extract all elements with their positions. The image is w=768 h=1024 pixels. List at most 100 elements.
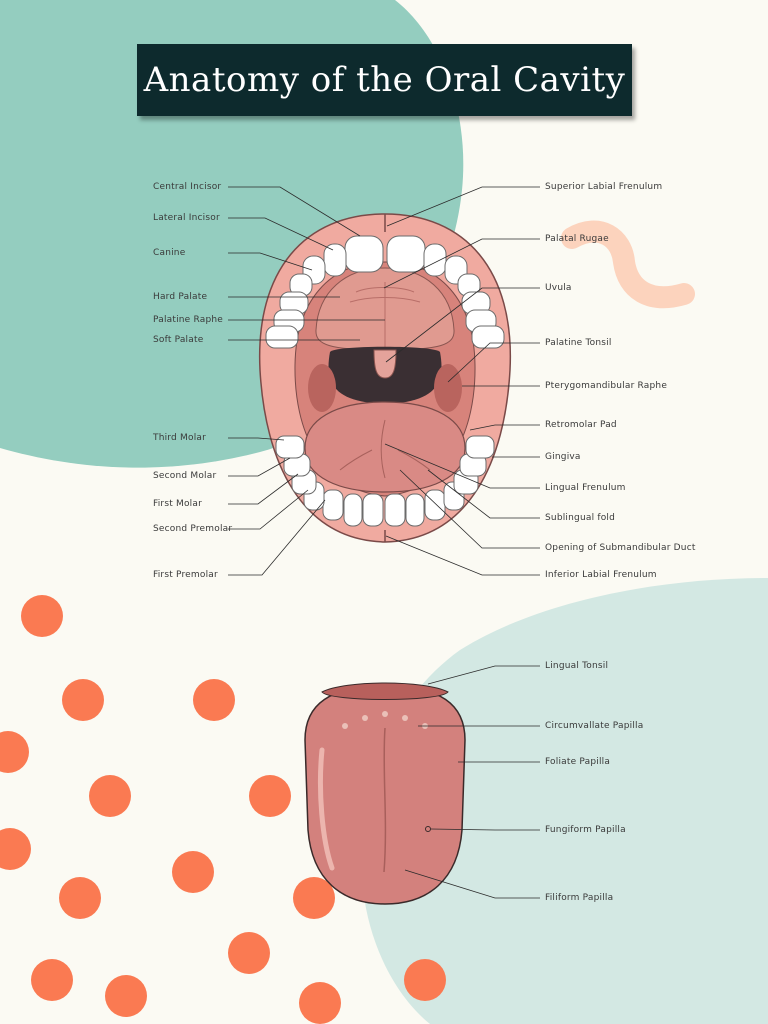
label-second-premolar: Second Premolar [153, 524, 233, 534]
leader-fungiform-papilla [430, 828, 540, 831]
dot [249, 775, 291, 817]
leader-lingual-tonsil [427, 665, 540, 685]
lower-teeth [275, 435, 495, 527]
dot [89, 775, 131, 817]
papilla [342, 723, 348, 729]
left-palatine-tonsil [308, 364, 336, 412]
label-soft-palate: Soft Palate [153, 335, 204, 345]
label-filiform-papilla: Filiform Papilla [545, 893, 614, 903]
leader-submandibular-duct [399, 469, 540, 549]
mouth-diagram [258, 213, 512, 543]
tooth [384, 493, 406, 527]
fungiform-papilla-dot [425, 826, 431, 832]
label-uvula: Uvula [545, 283, 572, 293]
page-title: Anatomy of the Oral Cavity [143, 60, 626, 100]
dot [21, 595, 63, 637]
label-pterygomandibular-raphe: Pterygomandibular Raphe [545, 381, 668, 391]
tooth [275, 435, 305, 459]
label-second-molar: Second Molar [153, 471, 217, 481]
squiggle [561, 220, 695, 309]
label-lingual-tonsil: Lingual Tonsil [545, 661, 609, 671]
dot [172, 851, 214, 893]
dot [62, 679, 104, 721]
label-inferior-labial-frenulum: Inferior Labial Frenulum [545, 570, 657, 580]
label-opening-of-submandibular-duct: Opening of Submandibular Duct [545, 543, 696, 553]
leader-filiform-papilla [404, 869, 540, 899]
tooth [423, 243, 447, 277]
tooth [343, 493, 363, 527]
tongue-highlight [317, 747, 335, 871]
leader-third-molar [228, 437, 285, 441]
tooth [322, 489, 344, 521]
tooth [465, 435, 495, 459]
papilla [382, 711, 388, 717]
label-lingual-frenulum: Lingual Frenulum [545, 483, 626, 493]
leader-palatal-rugae [383, 238, 540, 289]
leader-inferior-labial-frenulum [385, 535, 540, 576]
label-gingiva: Gingiva [545, 452, 581, 462]
label-circumvallate-papilla: Circumvallate Papilla [545, 721, 644, 731]
label-first-molar: First Molar [153, 499, 202, 509]
tooth [471, 325, 505, 349]
label-hard-palate: Hard Palate [153, 292, 208, 302]
label-retromolar-pad: Retromolar Pad [545, 420, 617, 430]
leader-sublingual-fold [427, 469, 540, 519]
upper-teeth [265, 235, 505, 349]
leader-lingual-frenulum [384, 443, 540, 489]
dot [59, 877, 101, 919]
leader-retromolar-pad [469, 424, 540, 431]
label-lateral-incisor: Lateral Incisor [153, 213, 220, 223]
label-superior-labial-frenulum: Superior Labial Frenulum [545, 182, 663, 192]
leader-superior-labial-frenulum [386, 186, 540, 227]
leader-second-molar [228, 457, 291, 477]
leader-canine [228, 252, 313, 271]
dot [31, 959, 73, 1001]
label-fungiform-papilla: Fungiform Papilla [545, 825, 626, 835]
label-third-molar: Third Molar [153, 433, 207, 443]
lingual-tonsil-area [321, 682, 449, 700]
label-canine: Canine [153, 248, 186, 258]
dot [0, 828, 31, 870]
tooth [386, 235, 426, 273]
tooth [362, 493, 384, 527]
leader-uvula [385, 287, 540, 363]
label-first-premolar: First Premolar [153, 570, 218, 580]
tooth [265, 325, 299, 349]
dot [404, 959, 446, 1001]
uvula [373, 349, 397, 379]
dot [293, 877, 335, 919]
label-palatine-tonsil: Palatine Tonsil [545, 338, 612, 348]
dot [228, 932, 270, 974]
dot [299, 982, 341, 1024]
circumvallate-papillae [342, 711, 428, 729]
tooth [424, 489, 446, 521]
leader-second-premolar [228, 489, 309, 530]
tooth [405, 493, 425, 527]
label-foliate-papilla: Foliate Papilla [545, 757, 611, 767]
leader-first-premolar [228, 499, 326, 576]
right-palatine-tonsil [434, 364, 462, 412]
pale-teal-blob [361, 578, 768, 1024]
title-banner: Anatomy of the Oral Cavity [137, 44, 632, 116]
label-palatal-rugae: Palatal Rugae [545, 234, 609, 244]
leader-first-molar [228, 473, 299, 505]
lingual-frenulum [339, 419, 431, 479]
leader-lines [228, 186, 540, 899]
leader-palatine-tonsil [447, 342, 540, 383]
label-sublingual-fold: Sublingual fold [545, 513, 616, 523]
median-sulcus [383, 727, 387, 873]
leader-lateral-incisor [228, 217, 334, 251]
leader-central-incisor [228, 186, 361, 237]
mouth-tongue [304, 401, 466, 493]
dot [0, 731, 29, 773]
dot [105, 975, 147, 1017]
label-palatine-raphe: Palatine Raphe [153, 315, 224, 325]
papilla [362, 715, 368, 721]
tooth [323, 243, 347, 277]
papilla [402, 715, 408, 721]
dot [193, 679, 235, 721]
tongue-diagram [304, 682, 466, 905]
dot-pattern [0, 595, 446, 1024]
